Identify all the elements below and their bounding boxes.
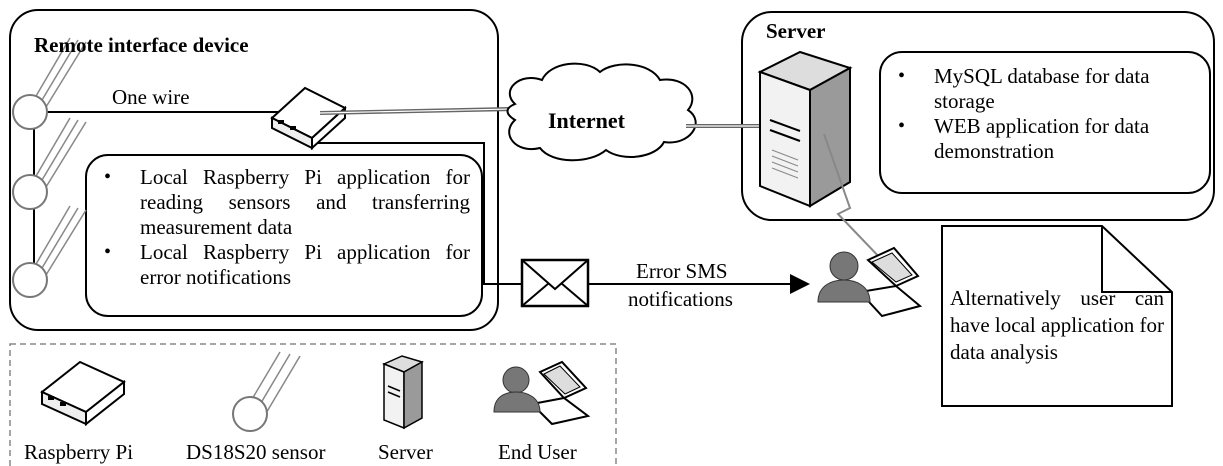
legend-box <box>9 343 617 466</box>
envelope-icon <box>520 258 590 308</box>
legend-server-icon <box>382 355 424 430</box>
legend-server-label: Server <box>378 440 433 464</box>
legend-end-user-icon <box>493 360 591 426</box>
sensor-icon <box>12 37 87 130</box>
server-app-item: MySQL database for data storage <box>886 64 1206 114</box>
sms-path-line <box>318 142 522 285</box>
sensor-icon <box>12 117 87 210</box>
legend-raspberry-pi-label: Raspberry Pi <box>24 440 133 464</box>
one-wire-label: One wire <box>112 85 190 109</box>
server-apps-list: MySQL database for data storage WEB appl… <box>886 64 1206 164</box>
note-box <box>941 225 1173 407</box>
server-app-item: WEB application for data demonstration <box>886 114 1206 164</box>
remote-device-box <box>9 9 499 331</box>
legend-sensor-label: DS18S20 sensor <box>186 440 325 464</box>
internet-cloud-icon <box>506 62 697 162</box>
remote-apps-list: Local Raspberry Pi application for readi… <box>92 165 470 290</box>
remote-apps-box <box>85 154 483 317</box>
server-apps-box <box>879 51 1211 194</box>
legend-sensor-icon <box>232 351 301 432</box>
wireless-link-icon <box>823 133 885 263</box>
internet-label: Internet <box>548 108 626 133</box>
sensor-icon <box>12 205 87 298</box>
note-text: Alternatively user can have local applic… <box>950 286 1164 364</box>
raspberry-pi-icon <box>270 86 347 151</box>
remote-app-item: Local Raspberry Pi application for readi… <box>92 165 470 240</box>
legend-end-user-label: End User <box>498 440 577 464</box>
remote-app-item: Local Raspberry Pi application for error… <box>92 240 470 290</box>
server-icon <box>757 50 853 208</box>
server-title: Server <box>766 19 825 43</box>
sms-label-line2: notifications <box>628 287 733 311</box>
end-user-icon <box>817 246 923 318</box>
sms-label-line1: Error SMS <box>636 259 728 283</box>
server-box <box>741 11 1215 221</box>
remote-device-title: Remote interface device <box>34 33 249 57</box>
legend-raspberry-pi-icon <box>40 360 126 427</box>
